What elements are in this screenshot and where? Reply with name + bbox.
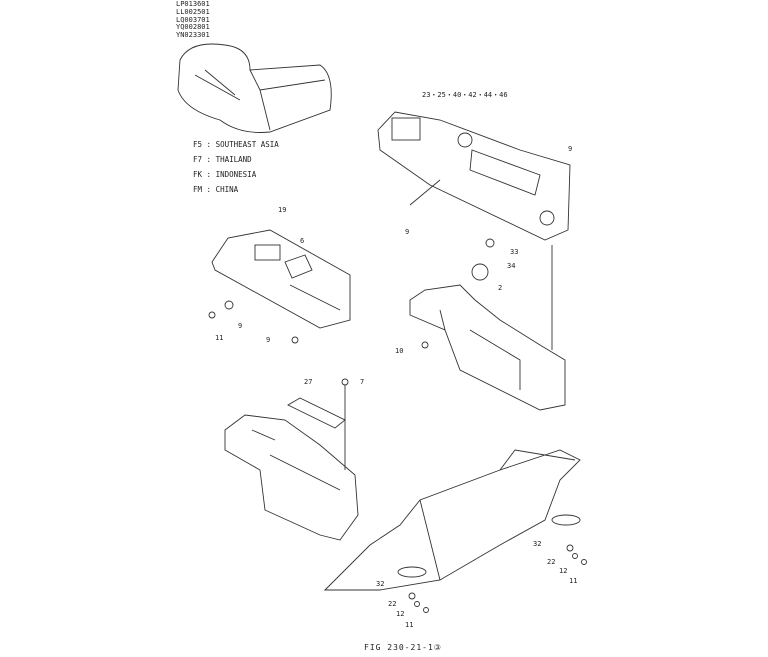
- callout: 19: [278, 206, 287, 214]
- overview-cab-illustration: [177, 43, 332, 133]
- figure-label: FIG 230-21-1③: [364, 643, 442, 652]
- lower-frame: [224, 378, 359, 541]
- callout: 33: [510, 248, 519, 256]
- model-code-list: LP013601 LL002501 LQ003701 YQ002801 YN02…: [176, 0, 210, 40]
- callout: 2: [498, 284, 503, 292]
- region-legend: F5 : SOUTHEAST ASIA F7 : THAILAND FK : I…: [193, 137, 279, 197]
- callout: 6: [300, 237, 305, 245]
- callout: 12: [559, 567, 568, 575]
- callout: 32: [376, 580, 385, 588]
- callout: 9: [405, 228, 410, 236]
- model-code: LL002501: [176, 7, 210, 16]
- region-item: FK : INDONESIA: [193, 170, 257, 179]
- callout: 7: [360, 378, 365, 386]
- callout: 34: [507, 262, 516, 270]
- model-code: LP013601: [176, 0, 210, 8]
- callout: 11: [569, 577, 578, 585]
- callout: 22: [388, 600, 397, 608]
- middle-console: [208, 229, 351, 344]
- model-code: LQ003701: [176, 15, 210, 24]
- upper-console: [377, 111, 571, 350]
- region-item: F5 : SOUTHEAST ASIA: [193, 140, 279, 149]
- callout: 27: [304, 378, 313, 386]
- callout: 11: [215, 334, 224, 342]
- model-code: YN023301: [176, 31, 210, 40]
- callout: 23・25・40・42・44・46: [422, 91, 508, 99]
- callout: 12: [396, 610, 405, 618]
- callout: 9: [568, 145, 573, 153]
- callout: 9: [266, 336, 271, 344]
- console-cover: [323, 449, 587, 613]
- region-item: FM : CHINA: [193, 185, 239, 194]
- callout: 9: [238, 322, 243, 330]
- callout: 22: [547, 558, 556, 566]
- region-item: F7 : THAILAND: [193, 155, 252, 164]
- callout: 11: [405, 621, 414, 629]
- callout: 32: [533, 540, 542, 548]
- console-bracket: [409, 238, 566, 411]
- model-code: YQ002801: [176, 23, 210, 32]
- callout: 10: [395, 347, 404, 355]
